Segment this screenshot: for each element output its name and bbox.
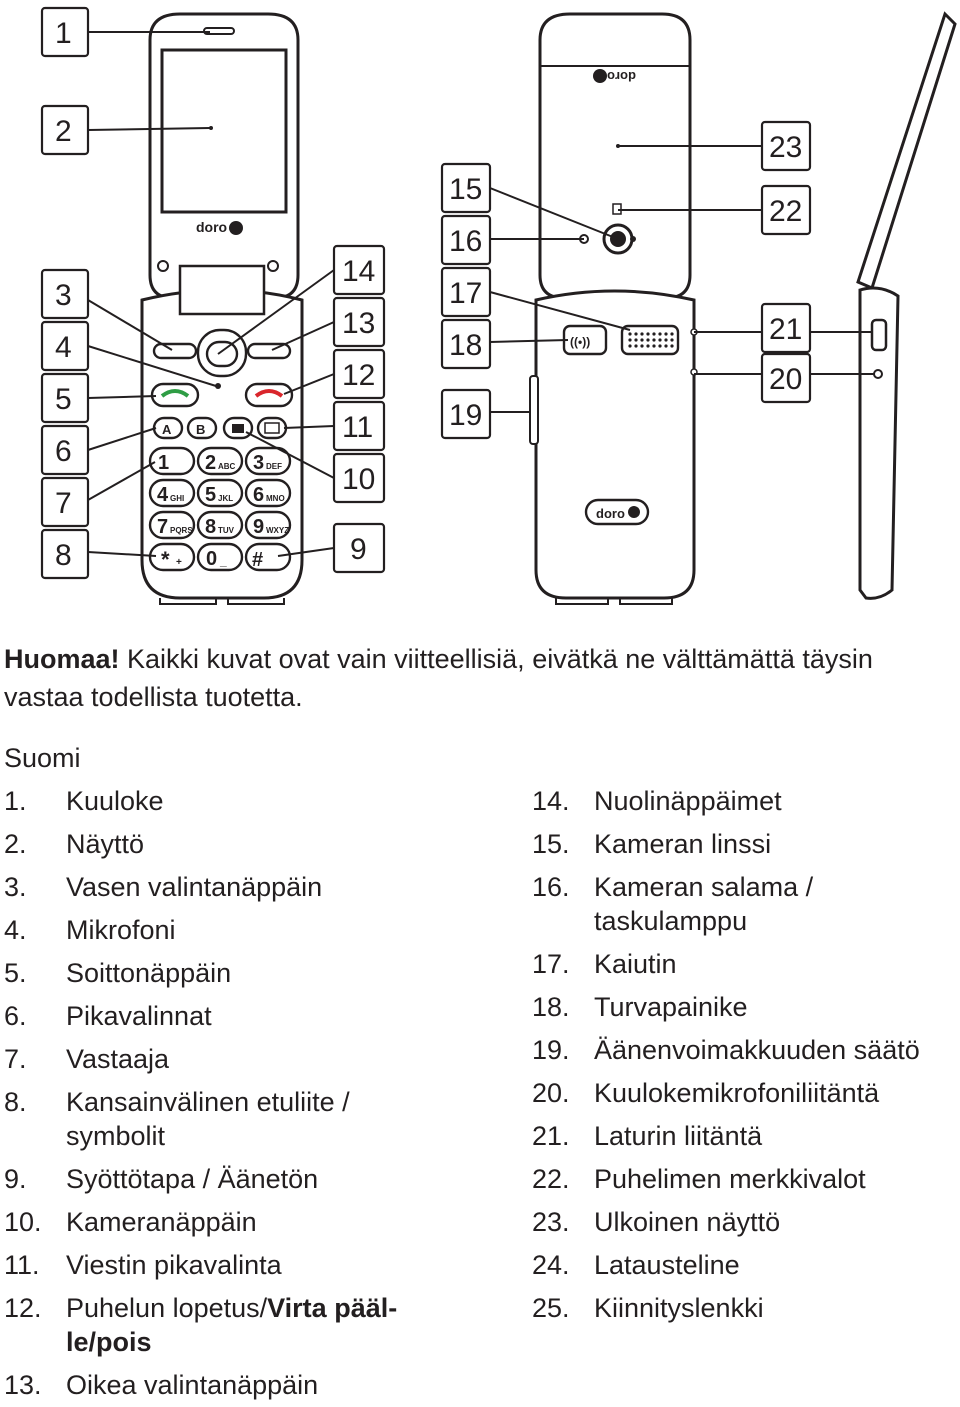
svg-text:doro: doro bbox=[607, 69, 636, 84]
svg-text:18: 18 bbox=[449, 329, 482, 362]
list-item: 12.Puhelun lopetus/Virta pääl­le/pois bbox=[4, 1293, 398, 1357]
callouts-left: 1 2 3 4 5 6 7 8 bbox=[40, 6, 90, 580]
front-screen bbox=[160, 48, 288, 214]
svg-text:_: _ bbox=[219, 554, 227, 568]
callouts-right: 23 22 21 20 bbox=[760, 120, 812, 404]
callouts-back: 15 16 17 18 19 bbox=[440, 162, 492, 440]
section-title: Suomi bbox=[4, 743, 81, 773]
svg-text:8: 8 bbox=[205, 516, 216, 538]
svg-text:MNO: MNO bbox=[266, 494, 285, 503]
list-item: 5.Soittonäppäin bbox=[4, 958, 232, 988]
list-item: 20.Kuulokemikrofoniliitäntä bbox=[532, 1078, 880, 1108]
parts-list-left: 1.Kuuloke 2.Näyttö 3.Vasen valintanäppäi… bbox=[4, 780, 474, 1407]
svg-text:22: 22 bbox=[769, 195, 802, 228]
svg-text:JKL: JKL bbox=[218, 494, 233, 503]
svg-text:16: 16 bbox=[449, 225, 482, 258]
svg-text:ABC: ABC bbox=[218, 462, 236, 471]
list-item: 3.Vasen valintanäppäin bbox=[4, 872, 323, 902]
svg-text:23: 23 bbox=[769, 131, 802, 164]
svg-text:7: 7 bbox=[55, 487, 72, 520]
svg-text:14: 14 bbox=[342, 255, 375, 288]
svg-text:2: 2 bbox=[55, 115, 72, 148]
list-item: 16.Kameran salama / taskulamppu bbox=[532, 872, 814, 936]
svg-text:20: 20 bbox=[769, 363, 802, 396]
list-item: 6.Pikavalinnat bbox=[4, 1001, 212, 1031]
phone-front: doro A B 1 2 bbox=[140, 12, 304, 605]
svg-text:19: 19 bbox=[449, 399, 482, 432]
list-item: 1.Kuuloke bbox=[4, 786, 164, 816]
list-item: 15.Kameran linssi bbox=[532, 829, 772, 859]
svg-text:A: A bbox=[162, 422, 172, 437]
phone-diagram: doro A B 1 2 bbox=[40, 6, 957, 605]
svg-text:8: 8 bbox=[55, 539, 72, 572]
svg-text:7: 7 bbox=[157, 516, 168, 538]
svg-text:6: 6 bbox=[253, 484, 264, 506]
list-item: 18.Turvapainike bbox=[532, 992, 748, 1022]
svg-text:4: 4 bbox=[55, 331, 72, 364]
svg-text:2: 2 bbox=[205, 452, 216, 474]
svg-text:TUV: TUV bbox=[218, 526, 235, 535]
svg-text:*: * bbox=[161, 547, 170, 572]
svg-text:PQRS: PQRS bbox=[170, 526, 193, 535]
svg-text:#: # bbox=[252, 549, 263, 571]
svg-text:((•)): ((•)) bbox=[570, 335, 590, 349]
svg-text:15: 15 bbox=[449, 173, 482, 206]
list-item: 13.Oikea valintanäppäin bbox=[4, 1370, 319, 1400]
svg-text:9: 9 bbox=[253, 516, 264, 538]
list-item: 8.Kansainvälinen etuliite / symbolit bbox=[4, 1087, 350, 1151]
list-item: 11.Viestin pikavalinta bbox=[4, 1250, 282, 1280]
svg-text:4: 4 bbox=[157, 484, 169, 506]
front-logo-top: doro bbox=[196, 219, 227, 235]
svg-text:DEF: DEF bbox=[266, 462, 282, 471]
svg-text:21: 21 bbox=[769, 313, 802, 346]
svg-text:1: 1 bbox=[158, 452, 169, 474]
svg-text:0: 0 bbox=[206, 548, 217, 570]
svg-text:doro: doro bbox=[596, 506, 625, 521]
list-item: 14.Nuolinäppäimet bbox=[532, 786, 782, 816]
list-item: 4.Mikrofoni bbox=[4, 915, 176, 945]
svg-text:11: 11 bbox=[342, 411, 373, 444]
svg-text:+: + bbox=[176, 557, 182, 568]
note: Huomaa! Kaikki kuvat ovat vain viitteell… bbox=[4, 640, 954, 716]
svg-text:9: 9 bbox=[350, 533, 367, 566]
note-text: Kaikki kuvat ovat vain viitteellisiä, ei… bbox=[4, 644, 873, 712]
list-item: 19.Äänenvoimakkuuden säätö bbox=[532, 1035, 920, 1065]
svg-text:WXYZ: WXYZ bbox=[266, 526, 289, 535]
svg-text:13: 13 bbox=[342, 307, 375, 340]
svg-text:1: 1 bbox=[55, 17, 72, 50]
list-item: 24.Lataus­teline bbox=[532, 1250, 740, 1280]
phone-side bbox=[856, 11, 957, 600]
list-item: 7.Vastaaja bbox=[4, 1044, 170, 1074]
note-bold: Huomaa! bbox=[4, 644, 120, 674]
svg-text:GHI: GHI bbox=[170, 494, 184, 503]
svg-text:6: 6 bbox=[55, 435, 72, 468]
callouts-center: 14 13 12 11 10 9 bbox=[332, 244, 386, 574]
svg-text:5: 5 bbox=[205, 484, 216, 506]
list-item: 2.Näyttö bbox=[4, 829, 145, 859]
list-item: 10.Kameranäppäin bbox=[4, 1207, 257, 1237]
list-item: 23.Ulkoinen näyttö bbox=[532, 1207, 781, 1237]
svg-text:B: B bbox=[196, 422, 205, 437]
svg-text:3: 3 bbox=[253, 452, 264, 474]
list-item: 17.Kaiutin bbox=[532, 949, 677, 979]
svg-text:12: 12 bbox=[342, 359, 375, 392]
list-item: 9.Syöttötapa / Äänetön bbox=[4, 1164, 319, 1194]
svg-text:3: 3 bbox=[55, 279, 72, 312]
phone-back: doro ((•)) doro bbox=[529, 12, 698, 605]
svg-text:17: 17 bbox=[449, 277, 482, 310]
svg-text:10: 10 bbox=[342, 463, 375, 496]
list-item: 25.Kiinnityslenkki bbox=[532, 1293, 764, 1323]
parts-list-right: 14.Nuolinäppäimet 15.Kameran linssi 16.K… bbox=[532, 780, 960, 1330]
list-item: 22.Puhelimen merkkivalot bbox=[532, 1164, 866, 1194]
svg-text:5: 5 bbox=[55, 383, 72, 416]
list-item: 21.Laturin liitäntä bbox=[532, 1121, 763, 1151]
keypad: 1 2 ABC 3 DEF 4 GHI 5 JKL 6 MNO 7 PQRS 8… bbox=[148, 446, 292, 572]
